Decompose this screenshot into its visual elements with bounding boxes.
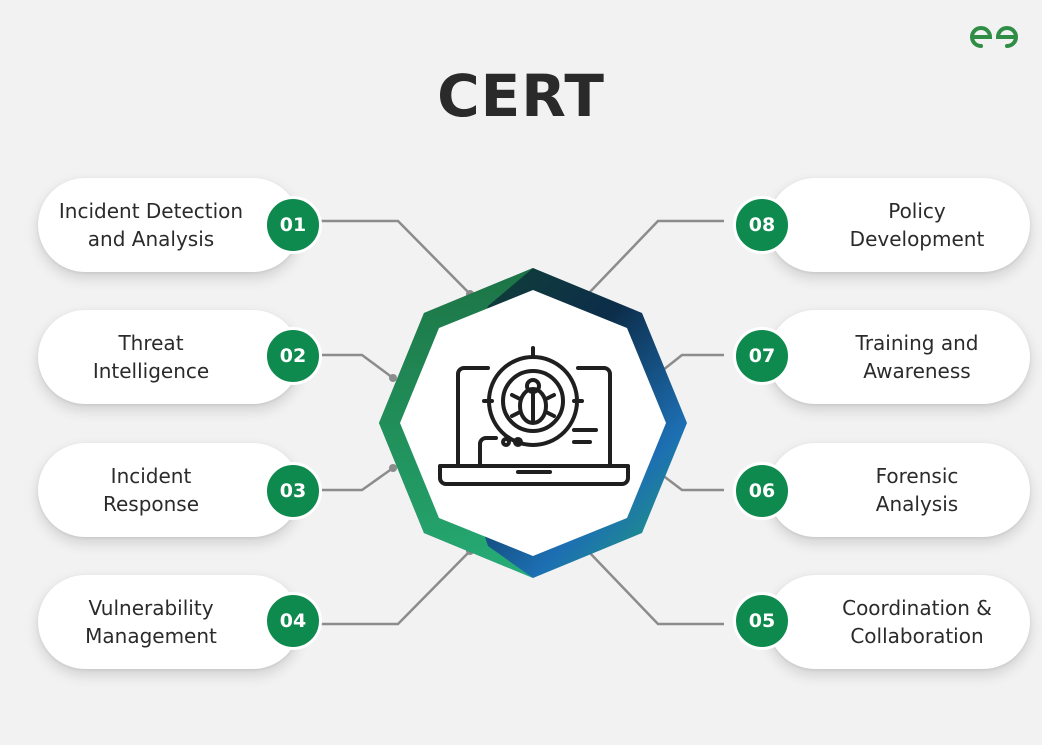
item-coordination-collaboration: Coordination & Collaboration — [768, 575, 1030, 669]
item-incident-detection: Incident Detection and Analysis — [38, 178, 300, 272]
badge-01: 01 — [264, 196, 322, 254]
page-title: CERT — [437, 62, 605, 130]
item-label: Threat Intelligence — [92, 331, 210, 383]
item-label: Policy Development — [849, 199, 985, 251]
badge-03: 03 — [264, 462, 322, 520]
item-label: Coordination & Collaboration — [842, 596, 992, 648]
connector-02 — [318, 353, 394, 380]
laptop-bug-icon — [438, 346, 630, 486]
gfg-logo-icon — [970, 26, 1018, 48]
item-label: Training and Awareness — [855, 331, 979, 383]
connector-01 — [318, 219, 471, 295]
item-incident-response: Incident Response — [38, 443, 300, 537]
badge-04: 04 — [264, 592, 322, 650]
item-policy-development: Policy Development — [768, 178, 1030, 272]
item-vulnerability-management: Vulnerability Management — [38, 575, 300, 669]
connector-03 — [318, 466, 394, 492]
central-octagon — [379, 268, 687, 578]
badge-05: 05 — [733, 592, 791, 650]
connector-04 — [318, 550, 471, 626]
badge-02: 02 — [264, 327, 322, 385]
badge-06: 06 — [733, 462, 791, 520]
item-threat-intelligence: Threat Intelligence — [38, 310, 300, 404]
item-training-awareness: Training and Awareness — [768, 310, 1030, 404]
badge-08: 08 — [733, 196, 791, 254]
connector-05 — [587, 550, 724, 626]
badge-07: 07 — [733, 327, 791, 385]
item-label: Incident Response — [102, 464, 200, 516]
item-forensic-analysis: Forensic Analysis — [768, 443, 1030, 537]
item-label: Vulnerability Management — [85, 596, 217, 648]
item-label: Incident Detection and Analysis — [58, 199, 244, 251]
item-label: Forensic Analysis — [875, 464, 959, 516]
connector-08 — [587, 219, 724, 295]
